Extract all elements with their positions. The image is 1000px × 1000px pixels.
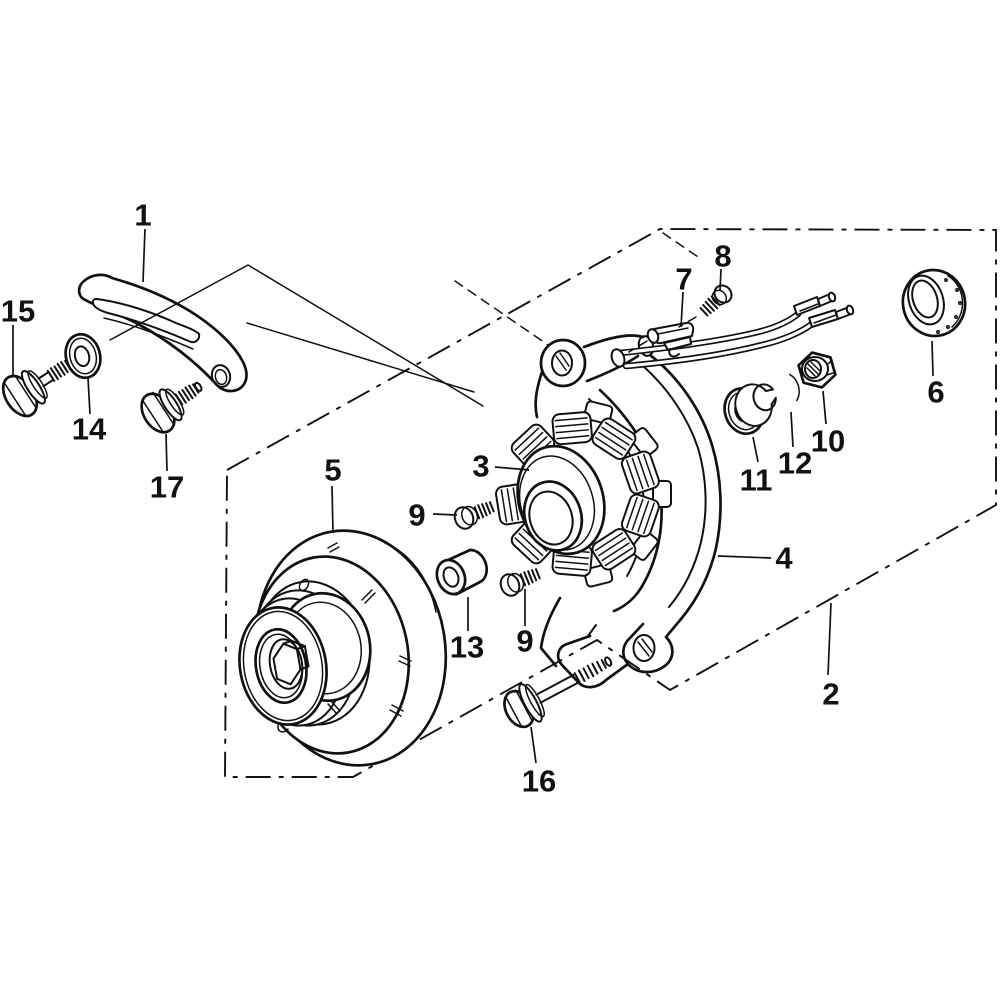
- part-9-screw-a: [453, 501, 495, 530]
- callout-leader-14-14: [87, 377, 91, 415]
- callout-1-0: 1: [134, 198, 151, 233]
- callout-leader-7-6: [680, 291, 684, 328]
- callout-11-11: 11: [740, 463, 773, 498]
- part-5-clutch-pulley: [238, 529, 452, 767]
- wire-harness: [610, 291, 855, 370]
- callout-leader-16-16: [530, 726, 537, 764]
- callout-leader-3-2: [494, 466, 530, 471]
- callout-leader-11-11: [752, 436, 759, 463]
- callout-14-14: 14: [72, 412, 107, 447]
- callout-10-10: 10: [811, 424, 845, 459]
- callout-15-15: 15: [1, 294, 35, 329]
- bullet-connector-lower: [808, 304, 855, 328]
- callout-7-6: 7: [675, 262, 692, 297]
- callout-5-4: 5: [324, 453, 341, 488]
- callout-17-17: 17: [150, 470, 184, 505]
- callout-leader-6-5: [931, 340, 934, 377]
- callout-leader-12-12: [790, 411, 794, 448]
- part-14-washer: [64, 332, 102, 380]
- assembly-2-boundary: [224, 228, 997, 778]
- part-15-flange-bolt: [1, 358, 75, 418]
- part-6-ring: [901, 268, 967, 338]
- part-9-screw-b: [499, 568, 541, 597]
- callout-leader-4-3: [717, 555, 772, 559]
- callout-leader-1-0: [142, 228, 146, 283]
- bullet-connector-upper: [793, 291, 837, 316]
- callout-3-2: 3: [472, 449, 489, 484]
- callout-leader-10-10: [822, 390, 827, 425]
- part-12-lock-washer: [734, 373, 800, 427]
- alignment-lines: [109, 264, 484, 407]
- part-13-collar: [435, 548, 488, 596]
- part-10-nut: [797, 351, 837, 389]
- callout-12-12: 12: [778, 446, 812, 481]
- callout-13-13: 13: [450, 630, 484, 665]
- callout-16-16: 16: [522, 764, 556, 799]
- callout-8-7: 8: [714, 239, 731, 274]
- part-16-flange-bolt: [503, 656, 613, 729]
- callout-leader-5-4: [331, 485, 334, 534]
- pulley-hex-socket: [272, 639, 310, 686]
- stator-center-tube: [516, 444, 606, 556]
- callout-9-9: 9: [516, 624, 533, 659]
- callout-4-3: 4: [775, 541, 793, 576]
- callout-6-5: 6: [927, 375, 944, 410]
- callout-leader-17-17: [165, 433, 168, 472]
- callout-2-1: 2: [822, 677, 839, 712]
- callout-leader-9-8: [432, 513, 458, 516]
- callout-9-8: 9: [408, 498, 425, 533]
- part-7-wire-clamp: [628, 321, 695, 358]
- part-17-flange-bolt: [140, 381, 203, 434]
- part-3-stator: [495, 400, 672, 588]
- part-1-bracket-stay: [77, 273, 248, 393]
- callout-leader-2-1: [827, 602, 832, 676]
- axis-lines: [454, 232, 702, 348]
- wire-end-terminal: [610, 348, 626, 368]
- callout-leader-8-7: [719, 268, 722, 292]
